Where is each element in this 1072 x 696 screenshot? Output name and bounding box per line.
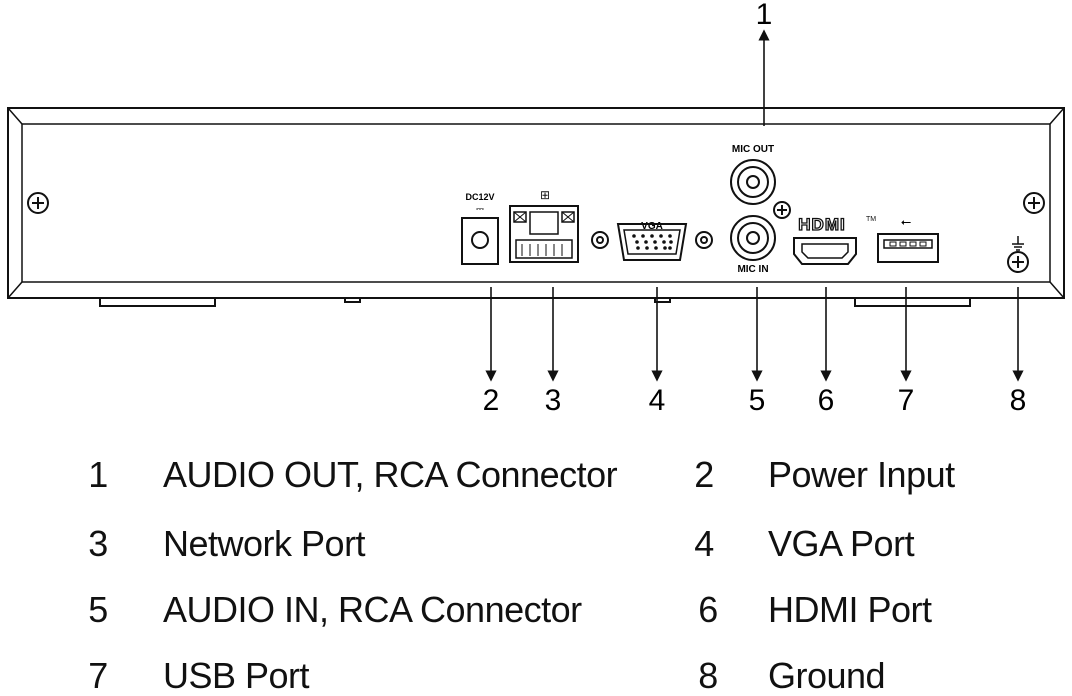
vga-label: VGA (641, 221, 663, 232)
vga-port: VGA (591, 221, 713, 261)
legend-text: Power Input (768, 454, 955, 495)
legend-num: 7 (88, 655, 108, 696)
legend-num: 2 (694, 454, 714, 495)
legend-text: Ground (768, 655, 886, 696)
audio-out-port: MIC OUT (730, 144, 776, 205)
callout-7: 7 (898, 384, 915, 417)
callout-4: 4 (649, 384, 666, 417)
legend-text: AUDIO OUT, RCA Connector (163, 454, 618, 495)
legend-num: 3 (88, 523, 108, 564)
audio-in-port: MIC IN (730, 215, 776, 275)
network-port: ⊞ (509, 188, 579, 263)
dc-label: DC12V (465, 192, 494, 202)
mic-out-label: MIC OUT (732, 144, 774, 155)
usb-icon: ⭠ (901, 214, 911, 229)
rear-panel-diagram: DC12V ⎓ ⊞ VGA MIC OUT (7, 0, 1065, 417)
chassis (7, 107, 1065, 307)
dc-symbol-icon: ⎓ (476, 204, 484, 215)
callout-1: 1 (756, 0, 773, 31)
callout-5: 5 (749, 384, 766, 417)
ground-icon (1012, 236, 1024, 251)
mic-in-label: MIC IN (737, 264, 768, 275)
legend-num: 1 (88, 454, 108, 495)
callout-2: 2 (483, 384, 500, 417)
legend-num: 8 (698, 655, 718, 696)
legend-text: Network Port (163, 523, 366, 564)
legend-text: VGA Port (768, 523, 915, 564)
callout-6: 6 (818, 384, 835, 417)
screw-left-icon (27, 192, 49, 214)
callout-leaders (485, 29, 1024, 382)
usb-port: ⭠ (877, 214, 939, 263)
legend-text: USB Port (163, 655, 310, 696)
callout-8: 8 (1010, 384, 1027, 417)
legend-num: 6 (698, 589, 718, 630)
hdmi-tm-label: TM (866, 216, 876, 223)
screw-right-icon (1023, 192, 1045, 214)
power-input-port: DC12V ⎓ (461, 192, 499, 265)
ground-terminal (1007, 236, 1029, 273)
legend-text: AUDIO IN, RCA Connector (163, 589, 582, 630)
legend-num: 5 (88, 589, 108, 630)
screw-center-icon (773, 201, 791, 219)
hdmi-port: HDMI TM (793, 214, 876, 265)
legend-text: HDMI Port (768, 589, 932, 630)
legend-num: 4 (694, 523, 714, 564)
network-icon: ⊞ (540, 188, 550, 202)
callout-3: 3 (545, 384, 562, 417)
hdmi-label: HDMI (798, 215, 845, 234)
